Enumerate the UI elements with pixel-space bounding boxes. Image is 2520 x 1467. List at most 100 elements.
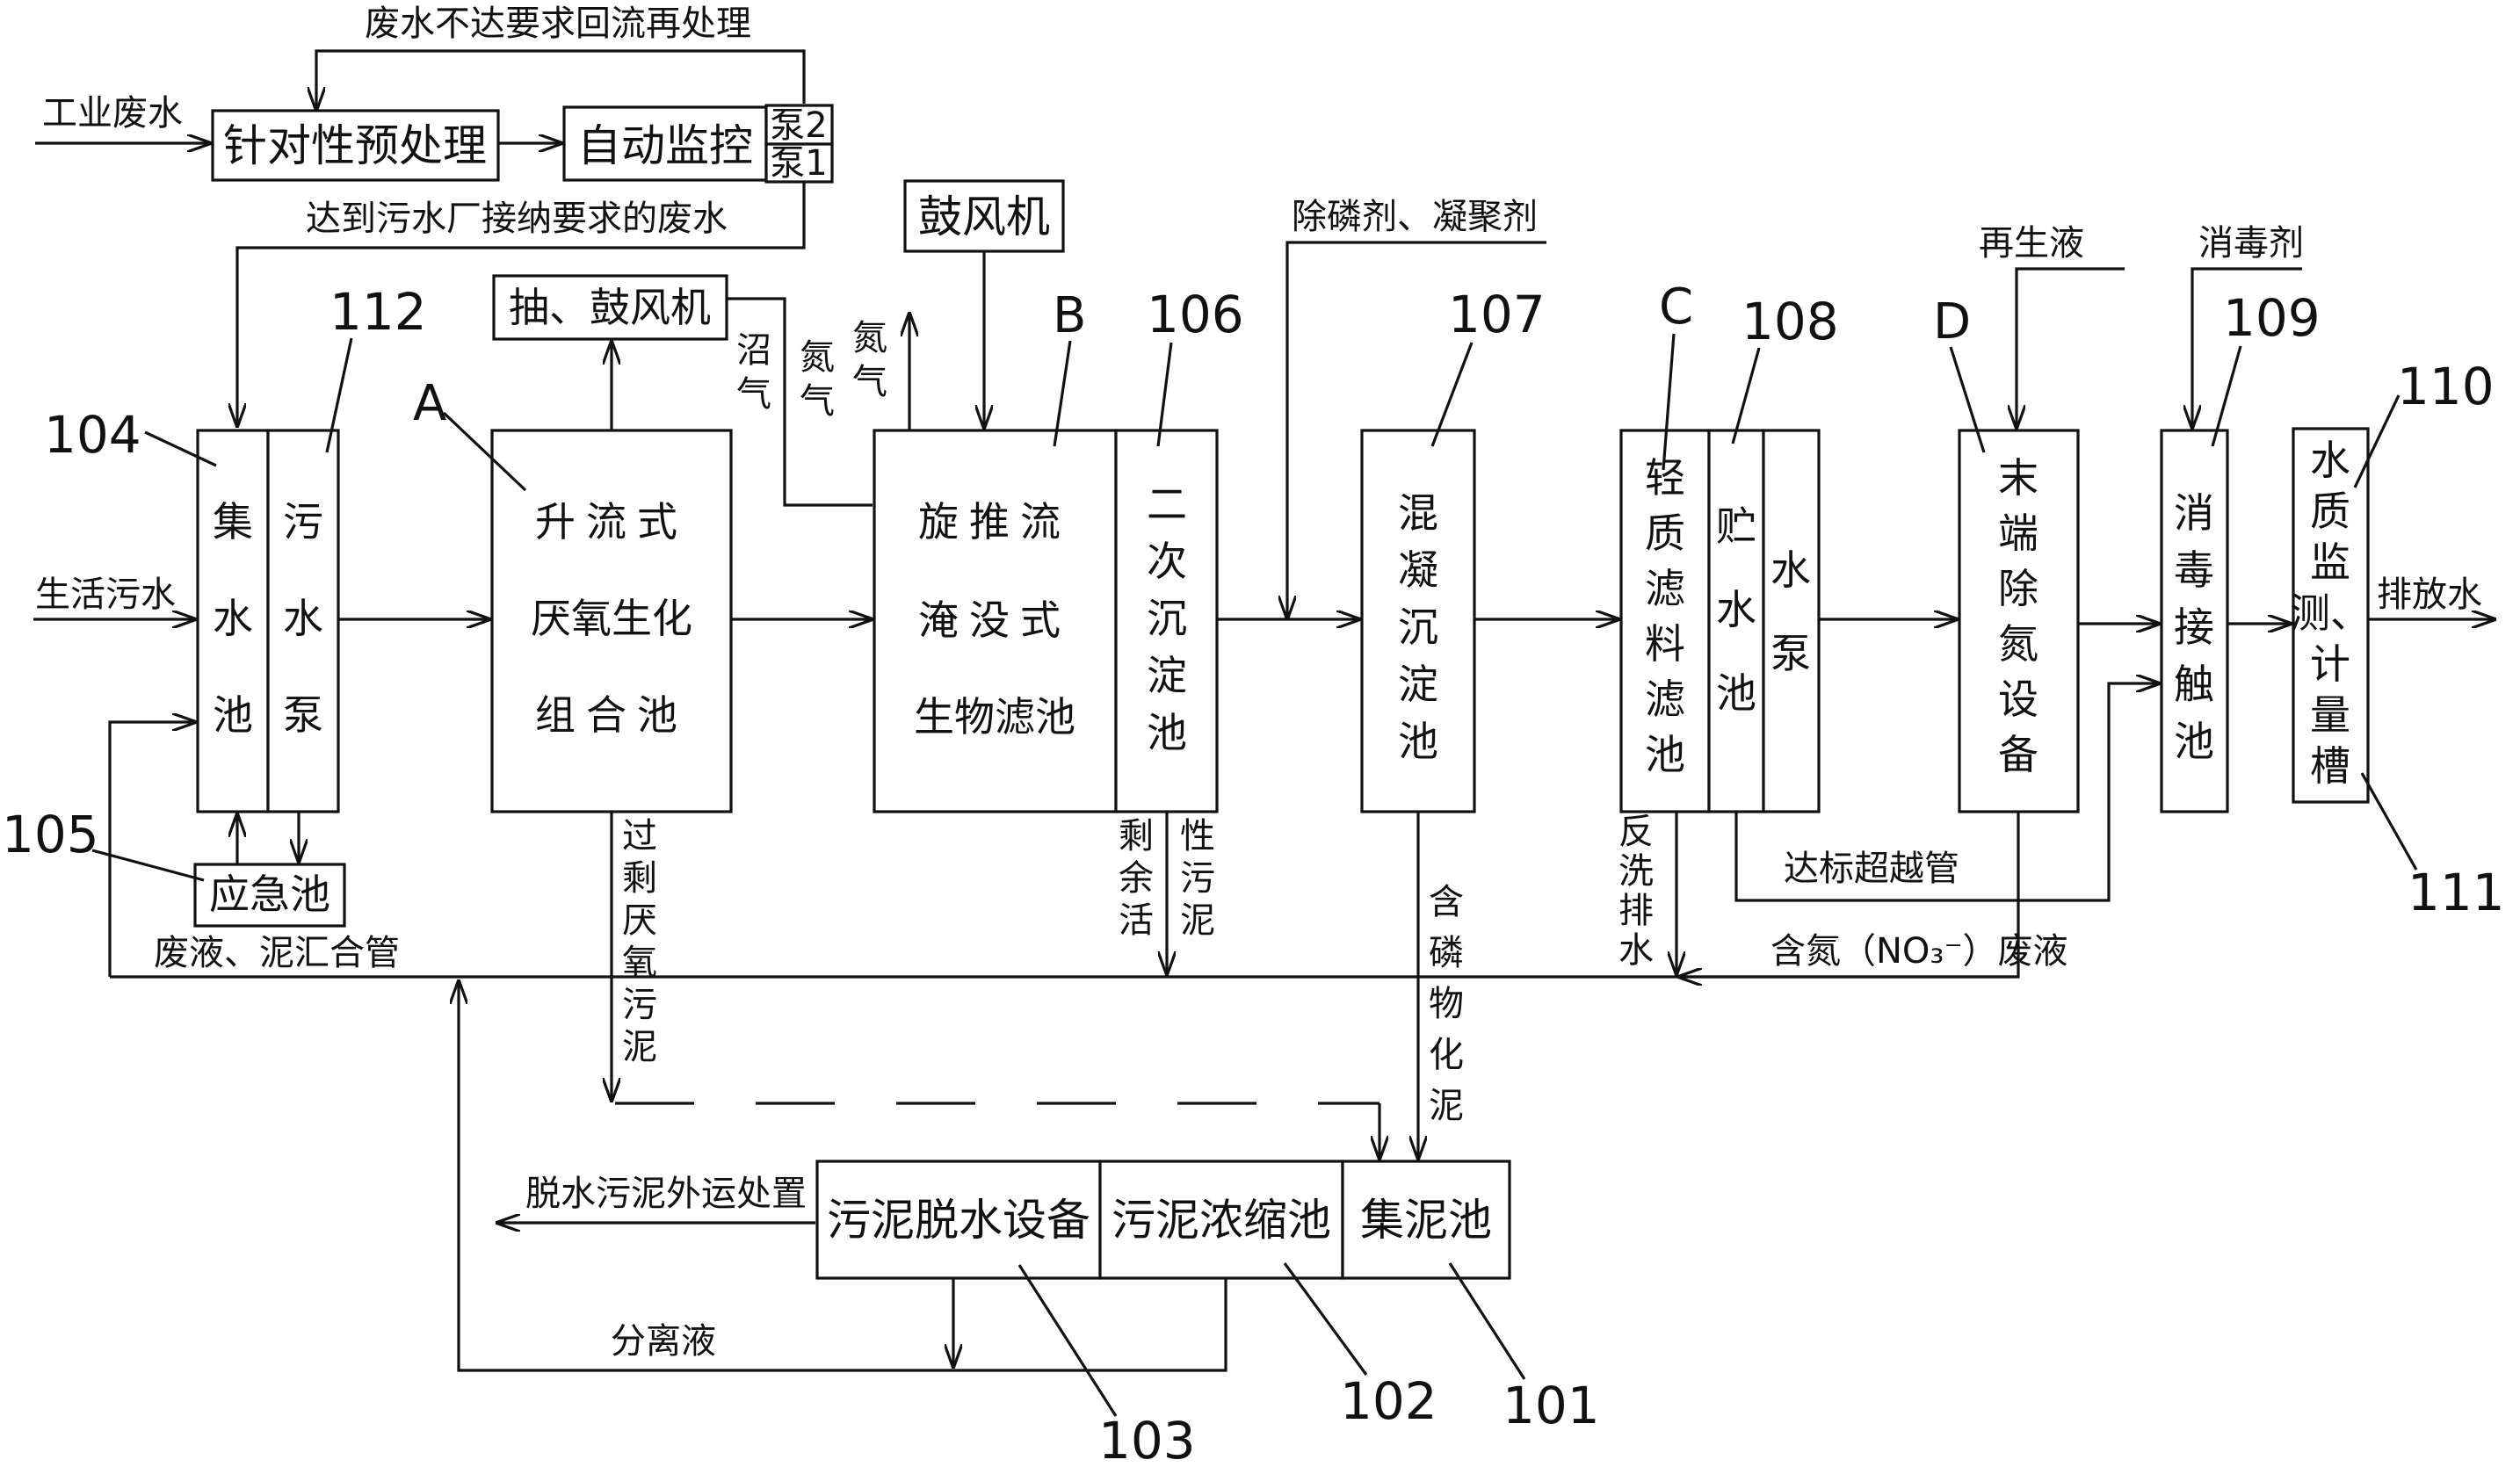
secondary-sedimentation-box xyxy=(1114,429,1219,813)
recycle-label: 废水不达要求回流再处理 xyxy=(365,4,751,44)
leader-102 xyxy=(1283,1262,1368,1376)
marker-A: A xyxy=(413,375,446,432)
biogas-char-0: 沼 xyxy=(736,330,771,371)
disinfectant-line xyxy=(2192,267,2302,429)
leader-103 xyxy=(1017,1264,1118,1417)
pump-1-box xyxy=(764,142,834,184)
filter-char-1: 质 xyxy=(1645,509,1685,557)
phosphorus-agent-line xyxy=(1287,241,1546,619)
biofilter-label-line-2: 生物滤池 xyxy=(914,693,1075,741)
excess-anaerobic-char-3: 氧 xyxy=(622,943,657,983)
secondary-sed-char-2: 沉 xyxy=(1147,595,1187,642)
pump-2-label: 泵2 xyxy=(770,105,827,146)
phos-sludge-char-0: 含 xyxy=(1429,882,1464,922)
quality-char-5: 量 xyxy=(2310,691,2350,739)
storage-char-1: 水 xyxy=(1716,586,1756,633)
filter-char-2: 滤 xyxy=(1645,565,1685,612)
callout-106: 106 xyxy=(1147,285,1244,344)
collection-tank-unit: 集 水 池 污 水 泵 xyxy=(196,429,340,813)
pretreatment-box xyxy=(211,109,500,182)
water-pump-char-1: 泵 xyxy=(1771,630,1811,677)
quality-char-6: 槽 xyxy=(2310,742,2350,790)
leader-112 xyxy=(325,337,353,453)
leader-A xyxy=(442,411,527,492)
light-media-filter-box xyxy=(1619,429,1711,813)
residual-a-char-2: 活 xyxy=(1119,900,1154,941)
callout-111: 111 xyxy=(2408,863,2505,922)
emergency-tank-box xyxy=(193,863,346,928)
coagulation-char-2: 沉 xyxy=(1398,603,1438,651)
sewage-pump-box xyxy=(266,429,340,813)
water-pump-box xyxy=(1762,429,1821,813)
callout-105: 105 xyxy=(2,805,99,864)
nitrogen-gas-1-char-0: 氮 xyxy=(800,337,835,378)
recycle-line xyxy=(316,49,806,111)
disinf-char-3: 触 xyxy=(2174,661,2214,708)
quality-char-1: 质 xyxy=(2310,488,2350,535)
denitrification-box xyxy=(1958,429,2080,813)
nitrogen-gas-2-char-1: 气 xyxy=(852,362,887,402)
exhaust-blower-box xyxy=(492,274,728,341)
collection-tank-char-0: 集 xyxy=(213,498,253,546)
filter-char-5: 池 xyxy=(1645,731,1685,778)
dewatered-out-label: 脱水污泥外运处置 xyxy=(525,1174,807,1214)
disinfection-contact-box xyxy=(2160,429,2229,813)
coagulation-char-3: 淀 xyxy=(1398,661,1438,708)
waste-return-to-collection xyxy=(108,722,196,977)
excess-anaerobic-char-4: 污 xyxy=(622,985,657,1025)
callout-112: 112 xyxy=(329,282,427,342)
emergency-tank-label: 应急池 xyxy=(209,871,330,918)
nitrate-waste-label: 含氮（NO₃⁻）废液 xyxy=(1771,931,2068,972)
uasb-anaerobic-tank-box xyxy=(490,429,733,813)
leader-108 xyxy=(1731,347,1761,444)
coagulation-char-4: 池 xyxy=(1398,718,1438,765)
excess-anaerobic-char-1: 剩 xyxy=(622,858,657,899)
residual-b-char-2: 泥 xyxy=(1180,900,1215,941)
pretreatment-label: 针对性预处理 xyxy=(223,120,487,171)
pump-1-label: 泵1 xyxy=(770,143,827,184)
excess-anaerobic-char-0: 过 xyxy=(622,816,657,856)
separation-liquid-label: 分离液 xyxy=(611,1321,716,1362)
leader-111 xyxy=(2360,772,2418,871)
water-pump-char-0: 水 xyxy=(1771,546,1811,594)
pretreatment-section: 废水不达要求回流再处理 工业废水 针对性预处理 自动监控 泵2 泵1 达到污水厂… xyxy=(35,4,834,427)
biofilter-box xyxy=(873,429,1118,813)
bypass-label: 达标超越管 xyxy=(1784,849,1959,889)
callout-110: 110 xyxy=(2397,357,2495,416)
biofilter-label-line-1: 淹没式 xyxy=(918,596,1071,644)
callout-107: 107 xyxy=(1448,285,1546,344)
nitrate-waste-line xyxy=(1678,900,2020,977)
disinf-char-4: 池 xyxy=(2174,718,2214,765)
blower-box xyxy=(903,179,1065,253)
callout-103: 103 xyxy=(1098,1411,1196,1467)
backwash-char-2: 排 xyxy=(1618,891,1654,931)
denitr-char-5: 备 xyxy=(1998,731,2038,778)
uasb-label-line-0: 升流式 xyxy=(535,498,688,546)
callout-108: 108 xyxy=(1742,292,1839,351)
phos-sludge-char-3: 化 xyxy=(1429,1035,1464,1075)
sludge-collection-box xyxy=(1341,1160,1511,1280)
marker-D: D xyxy=(1933,293,1971,350)
biogas-char-1: 气 xyxy=(736,374,771,415)
nitrogen-gas-1-char-1: 气 xyxy=(800,381,835,422)
domestic-sewage-label: 生活污水 xyxy=(35,575,176,615)
sewage-pump-char-1: 水 xyxy=(283,595,323,642)
storage-char-0: 贮 xyxy=(1716,502,1756,550)
residual-b-char-1: 污 xyxy=(1180,858,1215,899)
denitr-char-0: 末 xyxy=(1998,454,2038,502)
secondary-sed-char-0: 二 xyxy=(1147,481,1187,528)
sludge-dewatering-box xyxy=(815,1160,1102,1280)
storage-char-2: 池 xyxy=(1716,669,1756,717)
uasb-label-line-2: 组合池 xyxy=(535,691,688,739)
residual-a-char-0: 剩 xyxy=(1119,816,1154,856)
leader-107 xyxy=(1430,342,1474,447)
sewage-pump-char-2: 泵 xyxy=(283,691,323,739)
blower-label: 鼓风机 xyxy=(918,192,1050,242)
waste-header-label: 废液、泥汇合管 xyxy=(154,933,400,973)
backwash-char-1: 洗 xyxy=(1618,851,1654,892)
quality-char-0: 水 xyxy=(2310,437,2350,484)
phos-sludge-char-2: 物 xyxy=(1429,984,1464,1024)
quality-char-3: 测、 xyxy=(2290,589,2371,637)
denitr-char-3: 氮 xyxy=(1998,620,2038,668)
residual-b-char-0: 性 xyxy=(1180,816,1215,856)
